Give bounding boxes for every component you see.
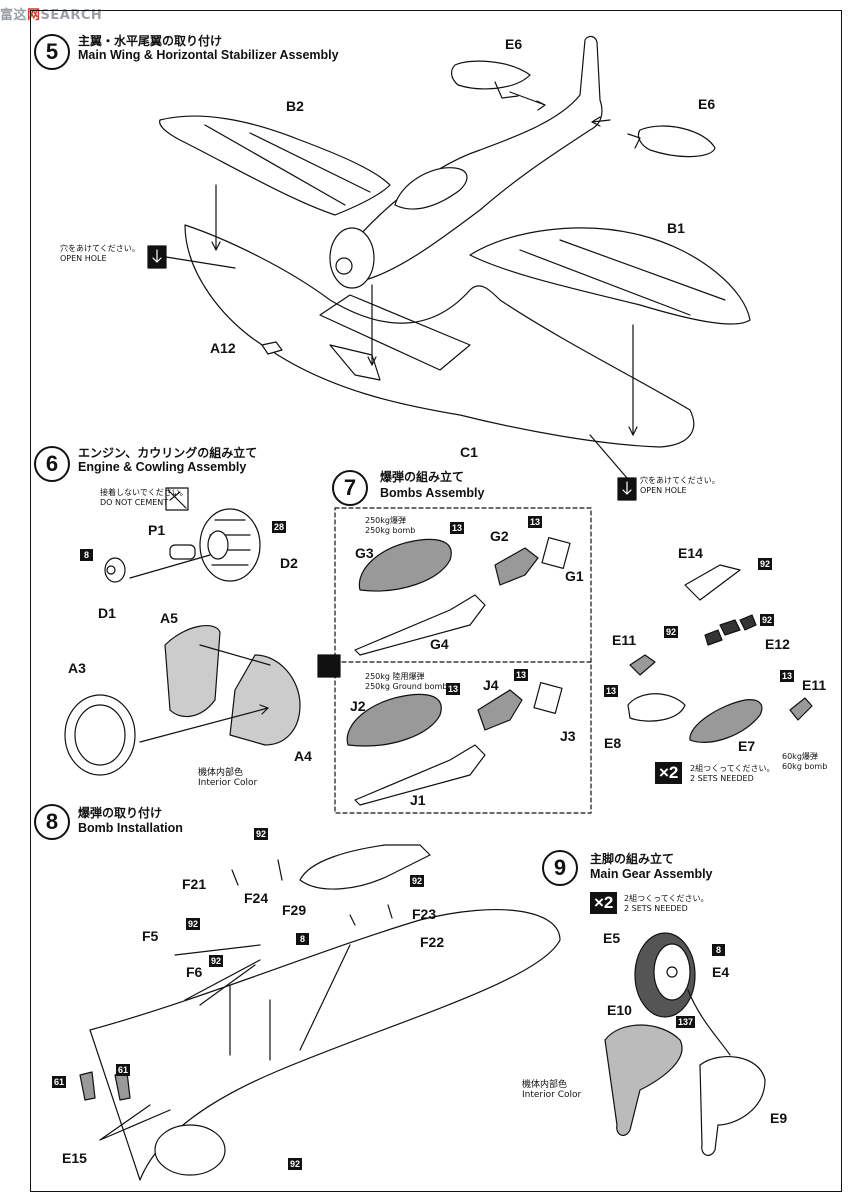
bomb60-illustration <box>627 564 813 743</box>
color-badge-13-j1: 13 <box>446 683 461 695</box>
part-label-e11-right: E11 <box>802 677 827 693</box>
step-8-number: 8 <box>34 804 70 840</box>
part-label-a12: A12 <box>210 340 236 356</box>
color-badge-8-e4: 8 <box>712 944 725 956</box>
part-label-c1: C1 <box>460 444 478 460</box>
part-label-b2: B2 <box>286 98 304 114</box>
color-badge-137-e5: 137 <box>676 1016 696 1028</box>
part-label-e10: E10 <box>607 1002 632 1018</box>
step-9-title-en: Main Gear Assembly <box>590 867 713 881</box>
part-label-a3: A3 <box>68 660 86 676</box>
part-label-f24: F24 <box>244 890 269 906</box>
part-label-e14: E14 <box>678 545 703 561</box>
color-badge-13-g2: 13 <box>528 516 543 528</box>
part-label-b1: B1 <box>667 220 685 236</box>
open-hole-note-left: 穴をあけてください。OPEN HOLE <box>60 244 140 263</box>
no-cement-note: 接着しないでください。DO NOT CEMENT <box>100 488 188 507</box>
step-5-title-jp: 主翼・水平尾翼の取り付け <box>78 34 223 48</box>
two-sets-badge-gear: ×2 <box>590 892 618 914</box>
part-label-e8: E8 <box>604 735 622 751</box>
color-badge-92-f23: 92 <box>410 875 425 887</box>
part-label-d2: D2 <box>280 555 298 571</box>
step8-illustration <box>79 844 561 1181</box>
color-badge-92-f6: 92 <box>209 955 224 967</box>
step9-illustration <box>604 932 766 1157</box>
part-label-a4: A4 <box>294 748 312 764</box>
part-label-a5: A5 <box>160 610 178 626</box>
part-label-e15: E15 <box>62 1150 87 1166</box>
color-badge-92-e12a: 92 <box>760 614 775 626</box>
part-label-g1: G1 <box>565 568 584 584</box>
step-9-title-jp: 主脚の組み立て <box>590 852 675 866</box>
step-8-title-jp: 爆弾の取り付け <box>78 806 163 820</box>
part-label-g4: G4 <box>430 636 449 652</box>
part-label-f6: F6 <box>186 964 203 980</box>
step-7-title-jp: 爆弾の組み立て <box>380 470 465 484</box>
color-badge-92-f5: 92 <box>186 918 201 930</box>
step-9-number: 9 <box>542 850 578 886</box>
color-badge-8-f29: 8 <box>296 933 309 945</box>
step-6-number: 6 <box>34 446 70 482</box>
part-label-f23: F23 <box>412 906 437 922</box>
color-badge-13-e8: 13 <box>604 685 619 697</box>
color-badge-92-bottom: 92 <box>288 1158 303 1170</box>
part-label-f29: F29 <box>282 902 307 918</box>
part-label-e6-right: E6 <box>698 96 716 112</box>
color-badge-92-e12b: 92 <box>664 626 679 638</box>
part-label-d1: D1 <box>98 605 116 621</box>
color-badge-28-d2: 28 <box>272 521 287 533</box>
step-5-title-en: Main Wing & Horizontal Stabilizer Assemb… <box>78 48 339 62</box>
step5-illustration <box>147 35 751 501</box>
part-label-j2: J2 <box>350 698 366 714</box>
color-badge-92-f21: 92 <box>254 828 269 840</box>
color-badge-8-d1: 8 <box>80 549 93 561</box>
two-sets-note-gear: 2組つくってください。2 SETS NEEDED <box>624 894 709 913</box>
part-label-e6-top: E6 <box>505 36 523 52</box>
page-frame <box>30 10 842 1192</box>
part-label-g2: G2 <box>490 528 509 544</box>
part-label-e12: E12 <box>765 636 790 652</box>
step7-illustration <box>317 507 592 814</box>
color-badge-61-left: 61 <box>52 1076 67 1088</box>
color-badge-61-right: 61 <box>116 1064 131 1076</box>
part-label-j4: J4 <box>483 677 499 693</box>
color-badge-13-j4: 13 <box>514 669 529 681</box>
color-badge-13-e11: 13 <box>780 670 795 682</box>
part-label-f5: F5 <box>142 928 159 944</box>
step6-illustration <box>64 487 301 776</box>
two-sets-note-bombs: 2組つくってください。2 SETS NEEDED <box>690 764 775 783</box>
part-label-e7: E7 <box>738 738 756 754</box>
part-label-j1: J1 <box>410 792 426 808</box>
step-7-number: 7 <box>332 470 368 506</box>
color-badge-92-e14: 92 <box>758 558 773 570</box>
part-label-f21: F21 <box>182 876 207 892</box>
two-sets-badge-bombs: ×2 <box>655 762 683 784</box>
part-label-j3: J3 <box>560 728 576 744</box>
part-label-e4: E4 <box>712 964 730 980</box>
step-6-title-en: Engine & Cowling Assembly <box>78 460 247 474</box>
step-6-title-jp: エンジン、カウリングの組み立て <box>78 446 258 460</box>
part-label-e11-left: E11 <box>612 632 637 648</box>
open-hole-note-right: 穴をあけてください。OPEN HOLE <box>640 476 720 495</box>
step-7-title-en: Bombs Assembly <box>380 486 485 500</box>
part-label-f22: F22 <box>420 934 445 950</box>
part-label-g3: G3 <box>355 545 374 561</box>
step-5-number: 5 <box>34 34 70 70</box>
step-8-title-en: Bomb Installation <box>78 821 183 835</box>
part-label-e9: E9 <box>770 1110 788 1126</box>
part-label-e5: E5 <box>603 930 621 946</box>
color-badge-13-g4: 13 <box>450 522 465 534</box>
part-label-p1: P1 <box>148 522 166 538</box>
